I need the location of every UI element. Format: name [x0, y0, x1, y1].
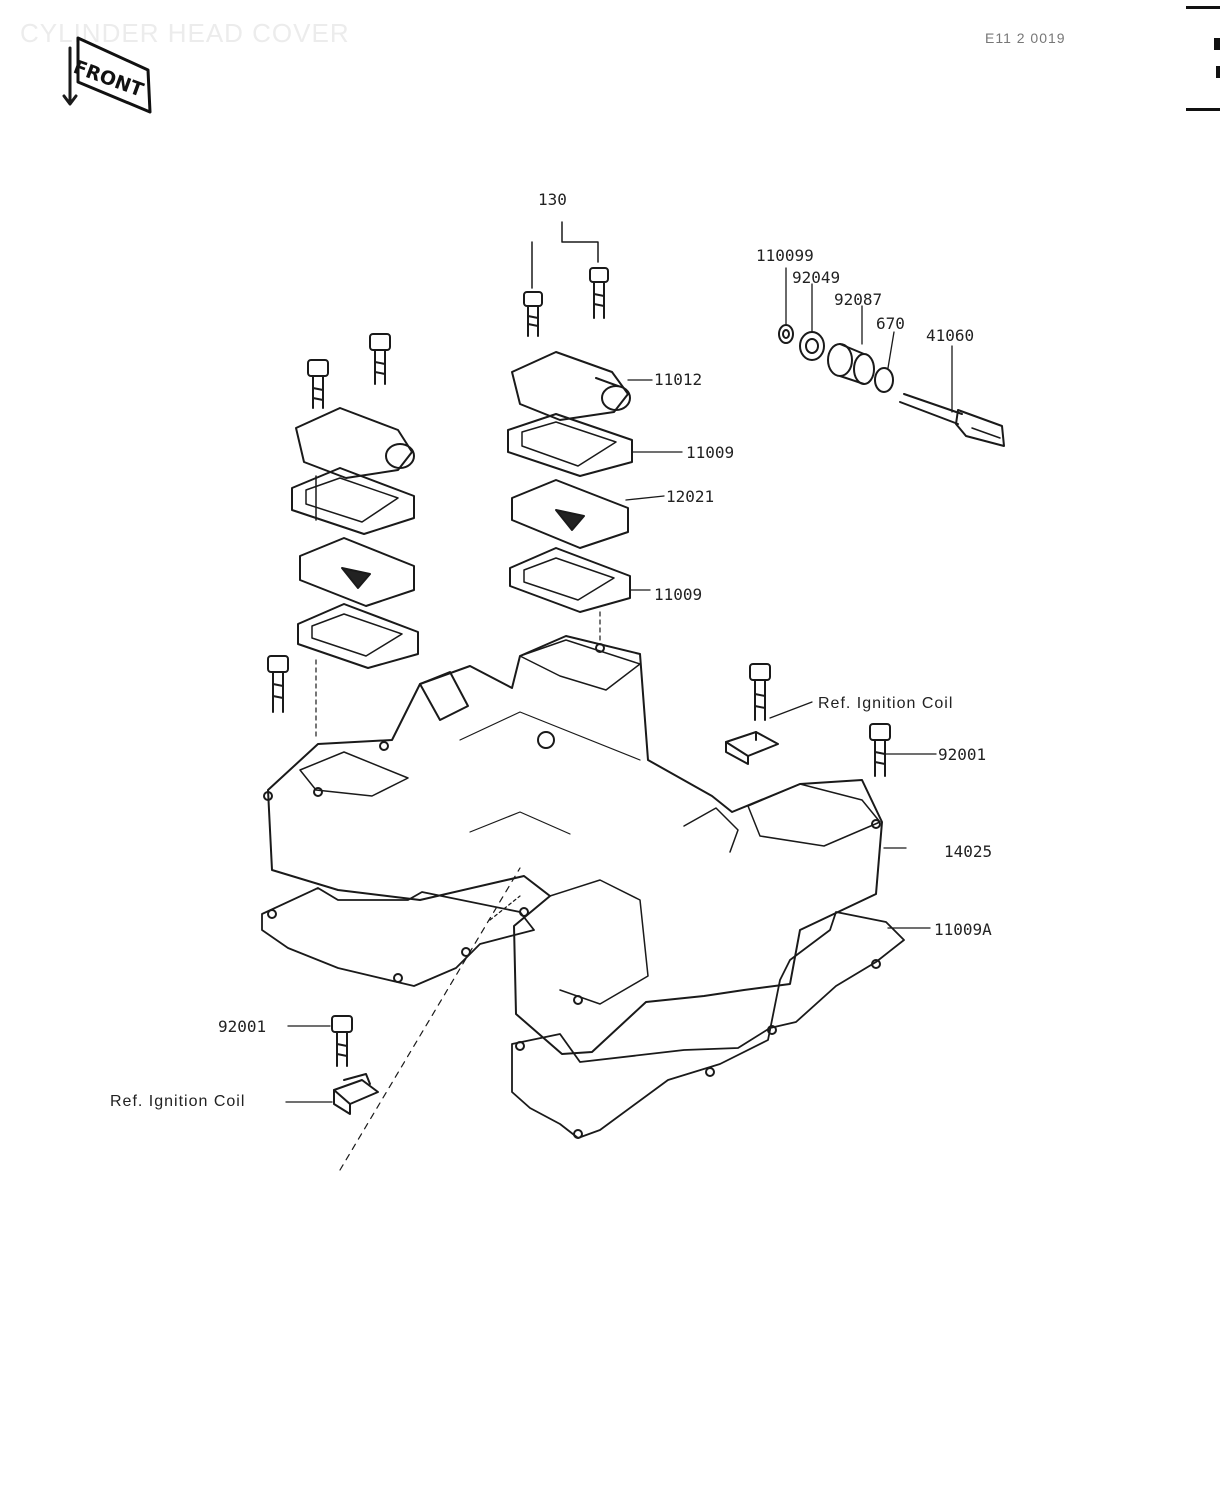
bolt-ignition-right	[749, 663, 771, 721]
gasket-left-lower	[297, 603, 419, 669]
label-12021: 12021	[666, 487, 715, 506]
ignition-bracket-right	[725, 731, 779, 765]
gasket-11009-lower-right	[509, 547, 631, 613]
bolt-left-c	[267, 655, 289, 713]
label-11009-upper: 11009	[686, 443, 735, 462]
label-92001-left: 92001	[218, 1017, 267, 1036]
oil-seal-110099	[778, 324, 794, 344]
label-14025: 14025	[944, 842, 993, 861]
front-arrow-badge	[62, 36, 152, 114]
label-670: 670	[876, 314, 905, 333]
bolt-92001-right	[869, 723, 891, 777]
label-92001-right: 92001	[938, 745, 987, 764]
bushing-92087	[827, 343, 875, 385]
label-ref-ignition-left: Ref. Ignition Coil	[110, 1093, 246, 1110]
label-11009A: 11009A	[934, 920, 992, 939]
leader-lines	[285, 267, 953, 1103]
label-11012: 11012	[654, 370, 703, 389]
head-cover-14025	[263, 635, 883, 1055]
bolt-130-b	[589, 267, 609, 319]
page-edge-mark	[1186, 108, 1220, 111]
gasket-11009-upper-right	[507, 413, 633, 477]
cap-11012-right	[511, 351, 631, 421]
label-41060: 41060	[926, 326, 975, 345]
label-11009-lower: 11009	[654, 585, 703, 604]
page-edge-mark	[1216, 66, 1220, 78]
gasket-11009A	[261, 887, 905, 1139]
cap-left	[295, 407, 415, 479]
label-92087: 92087	[834, 290, 883, 309]
bolt-left-a	[307, 359, 329, 409]
o-ring-670	[874, 367, 894, 393]
label-92049: 92049	[792, 268, 841, 287]
page-edge-mark	[1214, 38, 1220, 50]
label-110099: 110099	[756, 246, 814, 265]
bolt-130-a	[523, 291, 543, 337]
reed-12021-right	[511, 479, 629, 549]
ignition-bracket-left	[333, 1073, 379, 1115]
ignition-leader-dashed	[339, 867, 521, 1171]
page-title: CYLINDER HEAD COVER	[20, 18, 350, 48]
bolt-left-b	[369, 333, 391, 385]
seal-92049	[799, 331, 825, 361]
label-ref-ignition-right: Ref. Ignition Coil	[818, 695, 954, 712]
gasket-left-upper	[291, 467, 415, 535]
drawing-code: E11 2 0019	[985, 30, 1066, 46]
label-130: 130	[538, 190, 567, 209]
reed-left	[299, 537, 415, 607]
bolt-92001-left	[331, 1015, 353, 1067]
page-edge-mark	[1186, 6, 1220, 9]
